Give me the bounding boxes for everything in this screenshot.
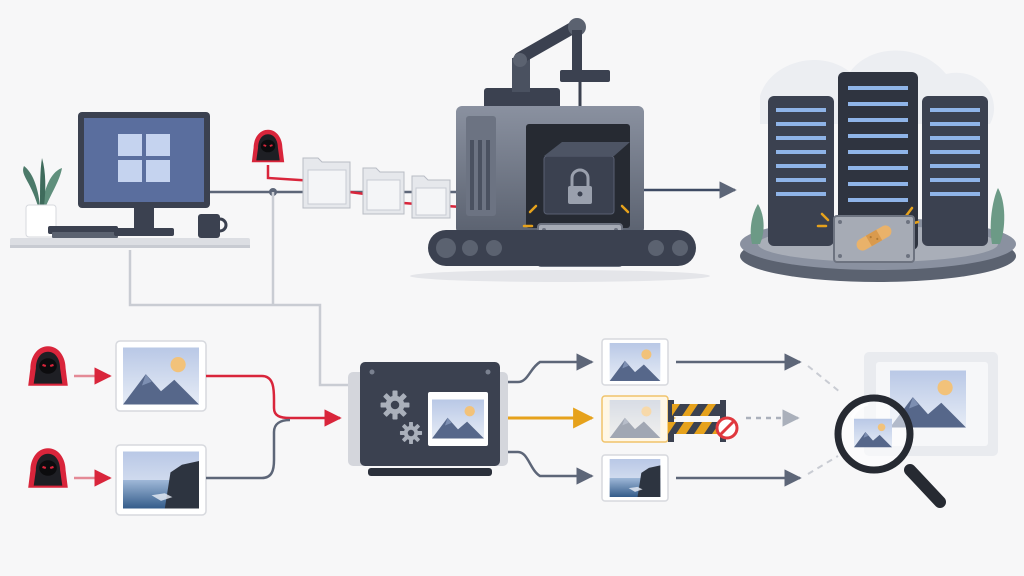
no-entry-icon bbox=[715, 416, 739, 440]
workstation bbox=[10, 112, 250, 248]
file-icon bbox=[411, 175, 451, 219]
output-image-coast bbox=[601, 454, 669, 502]
locked-crate bbox=[543, 142, 630, 215]
mountain-image-icon bbox=[609, 400, 661, 438]
server-rack bbox=[922, 96, 988, 246]
attack-path-image bbox=[206, 374, 342, 427]
mountain-image-icon bbox=[854, 418, 892, 448]
gear-icon bbox=[380, 390, 410, 420]
gear-icon bbox=[399, 421, 423, 445]
processing-machine bbox=[410, 18, 710, 282]
mountain-image-icon bbox=[123, 347, 199, 405]
plant-icon bbox=[23, 158, 62, 238]
inspector bbox=[807, 352, 998, 508]
windows-logo-icon bbox=[118, 134, 170, 182]
datacenter bbox=[740, 50, 1016, 282]
input-path-coast bbox=[206, 418, 291, 480]
barrier-icon bbox=[668, 400, 739, 442]
coast-photo-icon bbox=[123, 451, 199, 509]
mountain-image-icon bbox=[609, 343, 661, 381]
file-icon bbox=[362, 167, 405, 215]
image-processor bbox=[348, 362, 508, 476]
server-patch-panel bbox=[816, 206, 920, 263]
file-icon bbox=[302, 157, 351, 209]
hooded-attacker-icon bbox=[27, 345, 69, 387]
server-rack bbox=[768, 96, 834, 246]
padlock-icon bbox=[568, 168, 592, 204]
hooded-attacker-icon bbox=[27, 447, 69, 489]
magnifier-icon bbox=[834, 394, 946, 508]
output-image-blocked bbox=[601, 395, 676, 443]
input-image-mountain bbox=[115, 340, 207, 412]
server-rack bbox=[838, 72, 918, 250]
monitor bbox=[78, 112, 210, 236]
file-packets bbox=[302, 157, 451, 219]
output-connectors bbox=[508, 353, 595, 485]
mountain-image-icon bbox=[432, 399, 484, 439]
hooded-attacker-icon bbox=[250, 128, 286, 164]
output-image-passed bbox=[601, 338, 669, 386]
mug-icon bbox=[198, 214, 228, 238]
coast-photo-icon bbox=[609, 459, 661, 497]
input-image-coast bbox=[115, 444, 207, 516]
